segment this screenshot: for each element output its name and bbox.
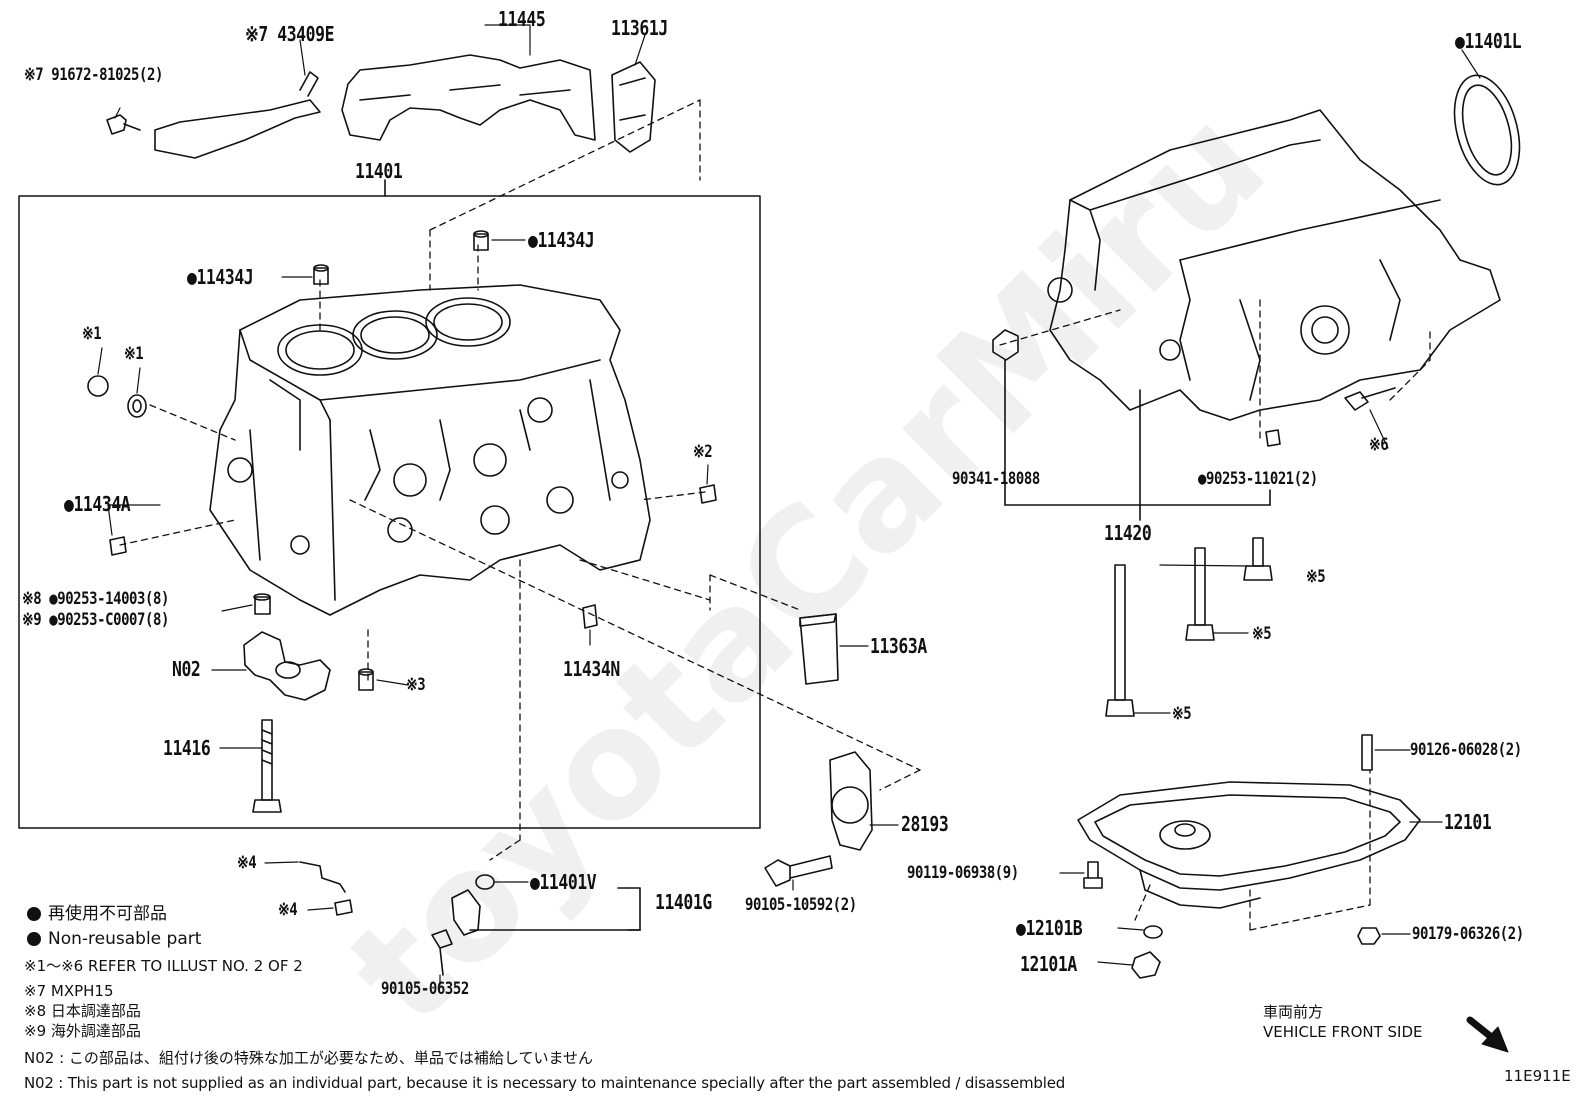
label-11401L: ●11401L xyxy=(1455,29,1522,53)
label-12101B: ●12101B xyxy=(1016,916,1083,940)
label-90105-10592: 90105-10592(2) xyxy=(745,895,857,915)
label-ast4-b: ※4 xyxy=(278,900,298,920)
label-90179-06326: 90179-06326(2) xyxy=(1412,924,1524,944)
cylinder-block-11401 xyxy=(209,284,651,616)
bolt-ast5-long xyxy=(1114,564,1126,701)
nut-90179 xyxy=(1357,927,1381,945)
label-11401G: 11401G xyxy=(655,890,712,914)
label-ast6: ※6 xyxy=(1369,435,1389,455)
direction-en: VEHICLE FRONT SIDE xyxy=(1263,1023,1423,1041)
bracket-43409E xyxy=(154,99,321,159)
label-12101: 12101 xyxy=(1444,810,1492,834)
pin-11434J-top xyxy=(473,233,489,251)
label-ast1-b: ※1 xyxy=(124,344,144,364)
pin-90253-11021 xyxy=(1265,429,1281,447)
direction-ja: 車両前方 xyxy=(1263,1003,1324,1021)
legend-bullet-1 xyxy=(27,907,41,921)
bolt-ast5-mid xyxy=(1194,547,1206,626)
label-11434N: 11434N xyxy=(563,657,620,681)
legend-n02-en: N02 : This part is not supplied as an in… xyxy=(24,1074,1066,1092)
label-28193: 28193 xyxy=(901,812,949,836)
label-43409E: ※7 43409E xyxy=(245,22,335,46)
label-ast5-c: ※5 xyxy=(1172,704,1192,724)
bolt-ast5-short xyxy=(1252,537,1264,567)
bolt-90119 xyxy=(1083,861,1103,889)
legend-note7: ※7 MXPH15 xyxy=(24,982,114,1000)
oil-pan-12101 xyxy=(1077,781,1421,909)
label-90105-06352: 90105-06352 xyxy=(381,979,469,999)
label-11420: 11420 xyxy=(1104,521,1152,545)
label-ast1-a: ※1 xyxy=(82,324,102,344)
plug-12101A xyxy=(1131,951,1161,979)
label-ast5-b: ※5 xyxy=(1252,624,1272,644)
label-90253-C0007: ※9 ●90253-C0007(8) xyxy=(22,610,169,630)
legend-n02-ja: N02 : この部品は、組付け後の特殊な加工が必要なため、単品では補給していませ… xyxy=(24,1049,594,1067)
pin-11434A xyxy=(109,536,127,556)
label-90253-14003: ※8 ●90253-14003(8) xyxy=(22,589,169,609)
plug-90341 xyxy=(992,329,1019,361)
sensor-11401G xyxy=(451,889,481,936)
pin-ast3 xyxy=(358,671,374,691)
pin-ast2 xyxy=(699,484,717,504)
legend-non-reusable-ja: 再使用不可部品 xyxy=(48,904,167,924)
bolt-ast6 xyxy=(1344,387,1396,411)
pin-11434J-left xyxy=(313,267,329,285)
pin-11434N xyxy=(582,604,598,629)
legend-bullet-2 xyxy=(27,932,41,946)
label-11434J-left: ●11434J xyxy=(187,265,254,289)
label-ast4-a: ※4 xyxy=(237,853,257,873)
clip-ast4 xyxy=(299,861,346,893)
label-91672: ※7 91672-81025(2) xyxy=(24,65,164,85)
legend-non-reusable-en: Non-reusable part xyxy=(48,929,202,949)
label-11401V: ●11401V xyxy=(530,870,597,894)
o-ring-11401V xyxy=(475,874,495,890)
label-11434A: ●11434A xyxy=(64,492,131,516)
block-group-frame xyxy=(18,195,761,829)
label-90126-06028: 90126-06028(2) xyxy=(1410,740,1522,760)
label-11361J: 11361J xyxy=(611,16,668,40)
crankcase-11420 xyxy=(1047,109,1501,421)
gasket-12101B xyxy=(1143,925,1163,939)
insulator-11445 xyxy=(341,54,596,141)
legend-note8: ※8 日本調達部品 xyxy=(24,1002,141,1020)
bolt-90105-10592 xyxy=(764,855,833,887)
part-11361J xyxy=(611,61,656,153)
label-N02: N02 xyxy=(172,657,201,681)
bolt-90105-06352 xyxy=(431,929,453,976)
label-90253-11021: ●90253-11021(2) xyxy=(1198,469,1318,489)
plug-ast1 xyxy=(87,375,109,397)
label-11416: 11416 xyxy=(163,736,211,760)
label-ast3: ※3 xyxy=(406,675,426,695)
bolt-91672 xyxy=(106,114,141,135)
bushing-90253 xyxy=(254,596,271,615)
label-11363A: 11363A xyxy=(870,634,927,658)
label-12101A: 12101A xyxy=(1020,952,1077,976)
label-11445: 11445 xyxy=(498,7,546,31)
bolt-ast4 xyxy=(334,899,353,916)
oil-seal-11401L xyxy=(1453,74,1521,186)
stud-90126 xyxy=(1361,734,1373,771)
diagram-id: 11E911E xyxy=(1504,1067,1571,1085)
label-11434J-top: ●11434J xyxy=(528,228,595,252)
gasket-28193 xyxy=(829,751,873,851)
gasket-ast1 xyxy=(127,394,147,418)
label-ast5-a: ※5 xyxy=(1306,567,1326,587)
label-90341-18088: 90341-18088 xyxy=(952,469,1040,489)
legend-refer-note: ※1～※6 REFER TO ILLUST NO. 2 OF 2 xyxy=(24,957,303,975)
legend-note9: ※9 海外調達部品 xyxy=(24,1022,141,1040)
label-11401: 11401 xyxy=(355,159,403,183)
label-90119-06938: 90119-06938(9) xyxy=(907,863,1019,883)
bearing-cap-N02 xyxy=(243,631,331,701)
label-ast2: ※2 xyxy=(693,442,713,462)
